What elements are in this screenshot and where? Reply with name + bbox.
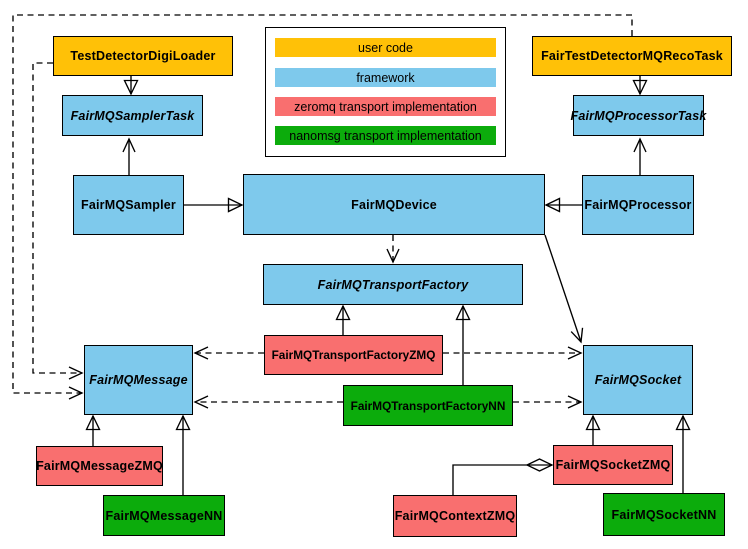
edge-association-device-socket xyxy=(544,234,584,344)
node-fairmqsamplertask: FairMQSamplerTask xyxy=(62,95,203,136)
legend-item-user-code: user code xyxy=(275,38,496,57)
legend-item-zeromq: zeromq transport implementation xyxy=(275,97,496,116)
legend-item-user-code-label: user code xyxy=(358,40,413,55)
node-fairmqcontextzmq-label: FairMQContextZMQ xyxy=(394,509,516,523)
node-fairmqtransportfactorynn-label: FairMQTransportFactoryNN xyxy=(350,398,506,413)
node-fairmqmessagezmq: FairMQMessageZMQ xyxy=(36,446,163,486)
node-fairmqmessage: FairMQMessage xyxy=(84,345,193,415)
node-fairmqsampler-label: FairMQSampler xyxy=(81,198,176,212)
node-fairmqtransportfactory: FairMQTransportFactory xyxy=(263,264,523,305)
node-fairmqprocessor: FairMQProcessor xyxy=(582,175,694,235)
node-fairmqprocessortask-label: FairMQProcessorTask xyxy=(570,108,707,123)
node-testdetectordigiloader: TestDetectorDigiLoader xyxy=(53,36,233,76)
node-fairmqtransportfactory-label: FairMQTransportFactory xyxy=(317,277,469,292)
node-fairmqmessage-label: FairMQMessage xyxy=(89,373,188,387)
node-fairmqsocketnn: FairMQSocketNN xyxy=(603,493,725,536)
node-fairmqsampler: FairMQSampler xyxy=(73,175,184,235)
node-fairmqdevice: FairMQDevice xyxy=(243,174,545,235)
node-fairtestdetectormqrecotask-label: FairTestDetectorMQRecoTask xyxy=(541,49,723,63)
node-fairmqprocessortask: FairMQProcessorTask xyxy=(570,95,707,136)
node-fairmqmessagenn-label: FairMQMessageNN xyxy=(105,508,223,523)
node-testdetectordigiloader-label: TestDetectorDigiLoader xyxy=(70,49,216,63)
node-fairmqtransportfactorynn: FairMQTransportFactoryNN xyxy=(343,385,513,426)
node-fairmqsamplertask-label: FairMQSamplerTask xyxy=(70,108,195,123)
legend-item-framework-label: framework xyxy=(356,70,415,85)
node-fairtestdetectormqrecotask: FairTestDetectorMQRecoTask xyxy=(532,36,732,76)
legend-box: user code framework zeromq transport imp… xyxy=(265,27,506,157)
legend-item-nanomsg: nanomsg transport implementation xyxy=(275,126,496,145)
node-fairmqsocketzmq: FairMQSocketZMQ xyxy=(553,445,673,485)
legend-item-framework: framework xyxy=(275,68,496,87)
node-fairmqprocessor-label: FairMQProcessor xyxy=(584,198,692,212)
node-fairmqsocket: FairMQSocket xyxy=(583,345,693,415)
node-fairmqsocketnn-label: FairMQSocketNN xyxy=(611,507,717,522)
edge-composition-contextzmq-socketzmq xyxy=(452,465,552,495)
node-fairmqtransportfactoryzmq: FairMQTransportFactoryZMQ xyxy=(264,335,443,375)
legend-item-nanomsg-label: nanomsg transport implementation xyxy=(289,128,482,143)
node-fairmqdevice-label: FairMQDevice xyxy=(351,197,437,212)
node-fairmqsocket-label: FairMQSocket xyxy=(594,373,682,387)
node-fairmqtransportfactoryzmq-label: FairMQTransportFactoryZMQ xyxy=(271,348,436,362)
node-fairmqmessagenn: FairMQMessageNN xyxy=(103,495,225,536)
node-fairmqcontextzmq: FairMQContextZMQ xyxy=(393,495,517,537)
node-fairmqmessagezmq-label: FairMQMessageZMQ xyxy=(36,459,163,473)
legend-item-zeromq-label: zeromq transport implementation xyxy=(294,99,477,114)
node-fairmqsocketzmq-label: FairMQSocketZMQ xyxy=(555,458,671,472)
